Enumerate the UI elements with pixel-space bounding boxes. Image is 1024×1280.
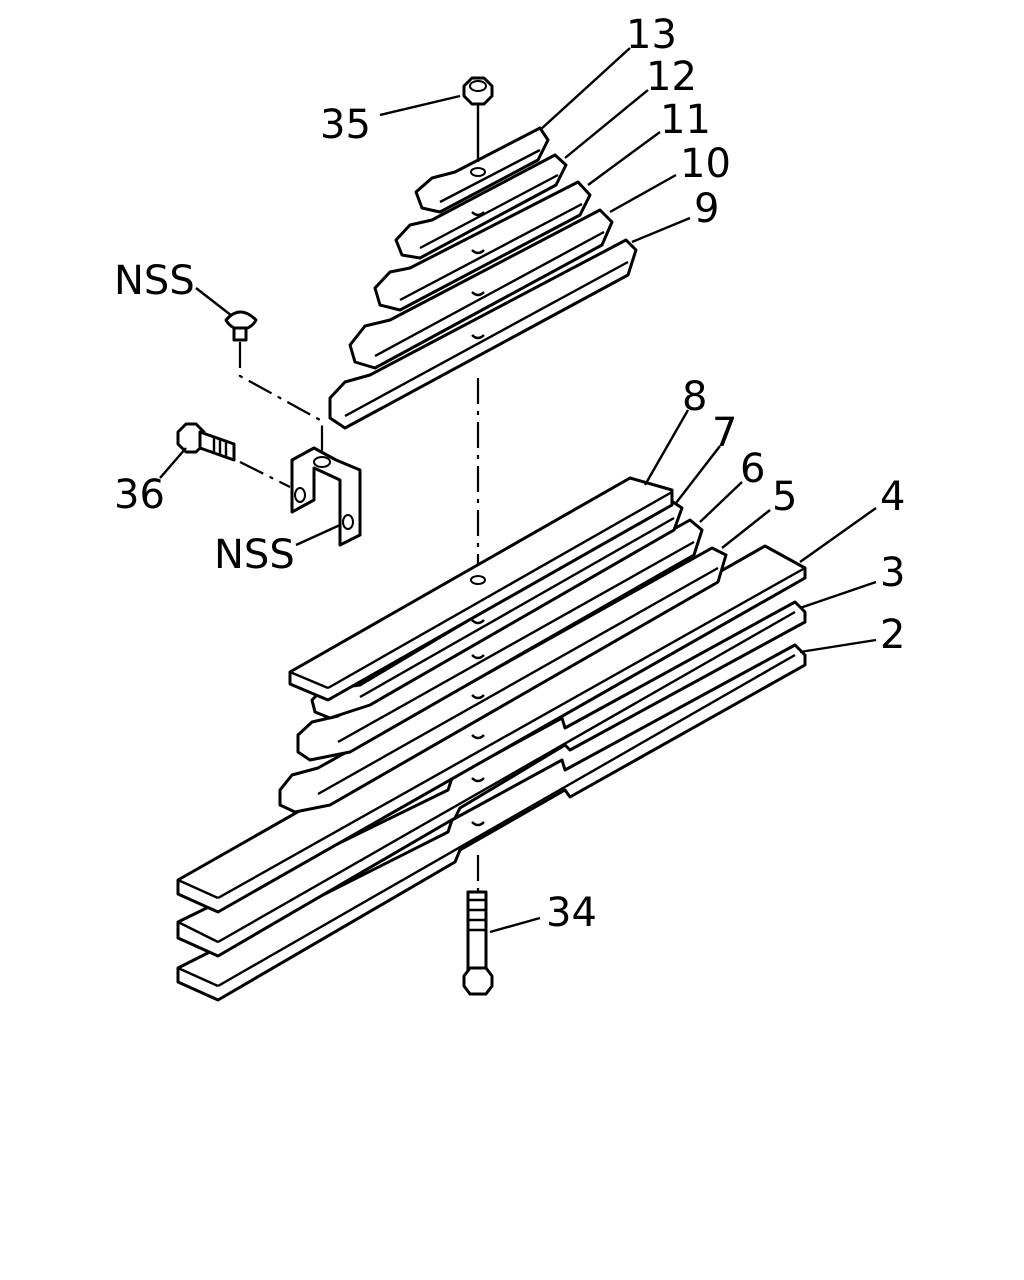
rivet-nss [224, 310, 258, 342]
callout-12: 12 [646, 54, 697, 100]
leaf-12 [394, 153, 568, 260]
callout-35: 35 [320, 102, 371, 148]
leaf-10 [348, 208, 614, 370]
callout-9: 9 [694, 186, 719, 232]
rivet-centerline [238, 342, 324, 451]
callout-8: 8 [682, 374, 707, 420]
bolt-36 [176, 422, 291, 488]
leaf-4 [176, 544, 807, 914]
callout-5: 5 [772, 474, 797, 520]
center-holes-upper [470, 167, 486, 340]
callout-6: 6 [740, 446, 765, 492]
callout-34: 34 [546, 890, 597, 936]
leaf-3 [176, 600, 807, 958]
leaf-9 [328, 238, 638, 430]
clip-nss [290, 446, 362, 547]
callout-7: 7 [712, 410, 737, 456]
center-bolt-34 [462, 855, 494, 996]
leaf-2 [176, 643, 807, 1002]
leader-lines [159, 47, 877, 934]
leaf-8 [288, 476, 674, 702]
center-holes-lower [470, 575, 486, 827]
nut-35 [462, 76, 494, 162]
callout-13: 13 [626, 12, 677, 58]
callout-11: 11 [660, 97, 711, 143]
callout-10: 10 [680, 141, 731, 187]
callout-4: 4 [880, 474, 905, 520]
callout-3: 3 [880, 550, 905, 596]
callout-nss-rivet: NSS [114, 258, 195, 304]
leaf-11 [373, 180, 592, 312]
callout-2: 2 [880, 612, 905, 658]
callout-36: 36 [114, 472, 165, 518]
callout-nss-clip: NSS [214, 532, 295, 578]
